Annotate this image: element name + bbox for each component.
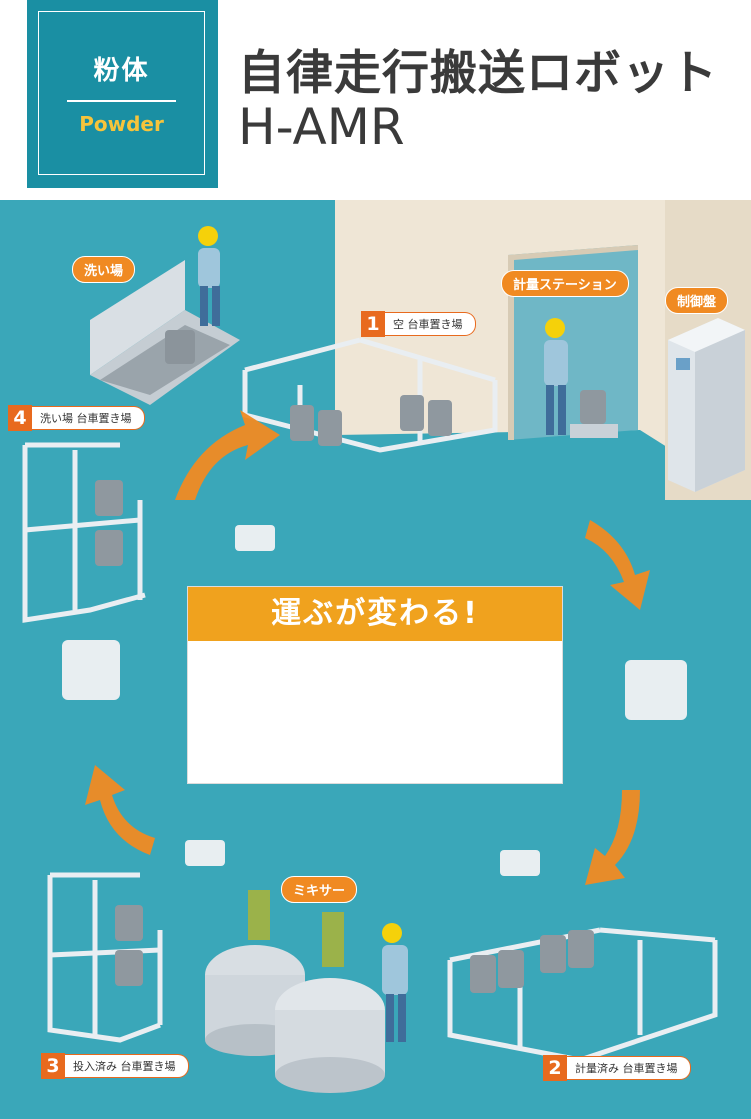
- header: 粉体 Powder 自律走行搬送ロボット H-AMR: [0, 0, 751, 200]
- pots-step2: [470, 930, 594, 993]
- step-text-2: 計量済み 台車置き場: [567, 1056, 691, 1080]
- worker-weighing: [544, 318, 618, 438]
- step-tag-2: 2 計量済み 台車置き場: [543, 1055, 691, 1081]
- label-wash-area: 洗い場: [72, 256, 136, 283]
- worker-wash: [198, 226, 220, 326]
- label-control-panel: 制御盤: [665, 287, 729, 314]
- rack-step4: [22, 442, 146, 623]
- center-panel: 運ぶが変わる!: [187, 586, 563, 784]
- step-tag-1: 1 空 台車置き場: [361, 311, 476, 337]
- amr-robots: [62, 525, 687, 876]
- page-title: 自律走行搬送ロボット: [238, 46, 718, 101]
- step-number-3: 3: [41, 1053, 65, 1079]
- flow-arrows: [85, 410, 650, 885]
- step-tag-4: 4 洗い場 台車置き場: [8, 405, 145, 431]
- category-badge: 粉体 Powder: [27, 0, 218, 188]
- control-panel-cabinet: [668, 318, 745, 492]
- step-text-3: 投入済み 台車置き場: [65, 1054, 189, 1078]
- mixer-tanks: [205, 890, 385, 1093]
- step-number-2: 2: [543, 1055, 567, 1081]
- step-number-4: 4: [8, 405, 32, 431]
- pots-step4: [95, 480, 123, 566]
- step-tag-3: 3 投入済み 台車置き場: [41, 1053, 189, 1079]
- step-number-1: 1: [361, 311, 385, 337]
- badge-japanese: 粉体: [93, 56, 150, 86]
- rack-step3: [47, 872, 163, 1043]
- step-text-1: 空 台車置き場: [385, 312, 476, 336]
- worker-mixer: [382, 923, 408, 1042]
- badge-divider: [67, 100, 176, 102]
- step-text-4: 洗い場 台車置き場: [32, 406, 145, 430]
- page-subtitle: H-AMR: [238, 98, 405, 156]
- workflow-illustration: 洗い場 計量ステーション 制御盤 ミキサー 1 空 台車置き場 4 洗い場 台車…: [0, 200, 751, 1119]
- wash-sink: [90, 260, 240, 405]
- badge-english: Powder: [79, 112, 164, 136]
- label-weighing-station: 計量ステーション: [501, 270, 629, 297]
- badge-frame: 粉体 Powder: [38, 11, 205, 175]
- pots-step3: [115, 905, 143, 986]
- illustration-graphics: [0, 200, 751, 1119]
- label-mixer: ミキサー: [281, 876, 358, 903]
- center-headline: 運ぶが変わる!: [188, 587, 562, 641]
- pots-step1: [290, 395, 452, 446]
